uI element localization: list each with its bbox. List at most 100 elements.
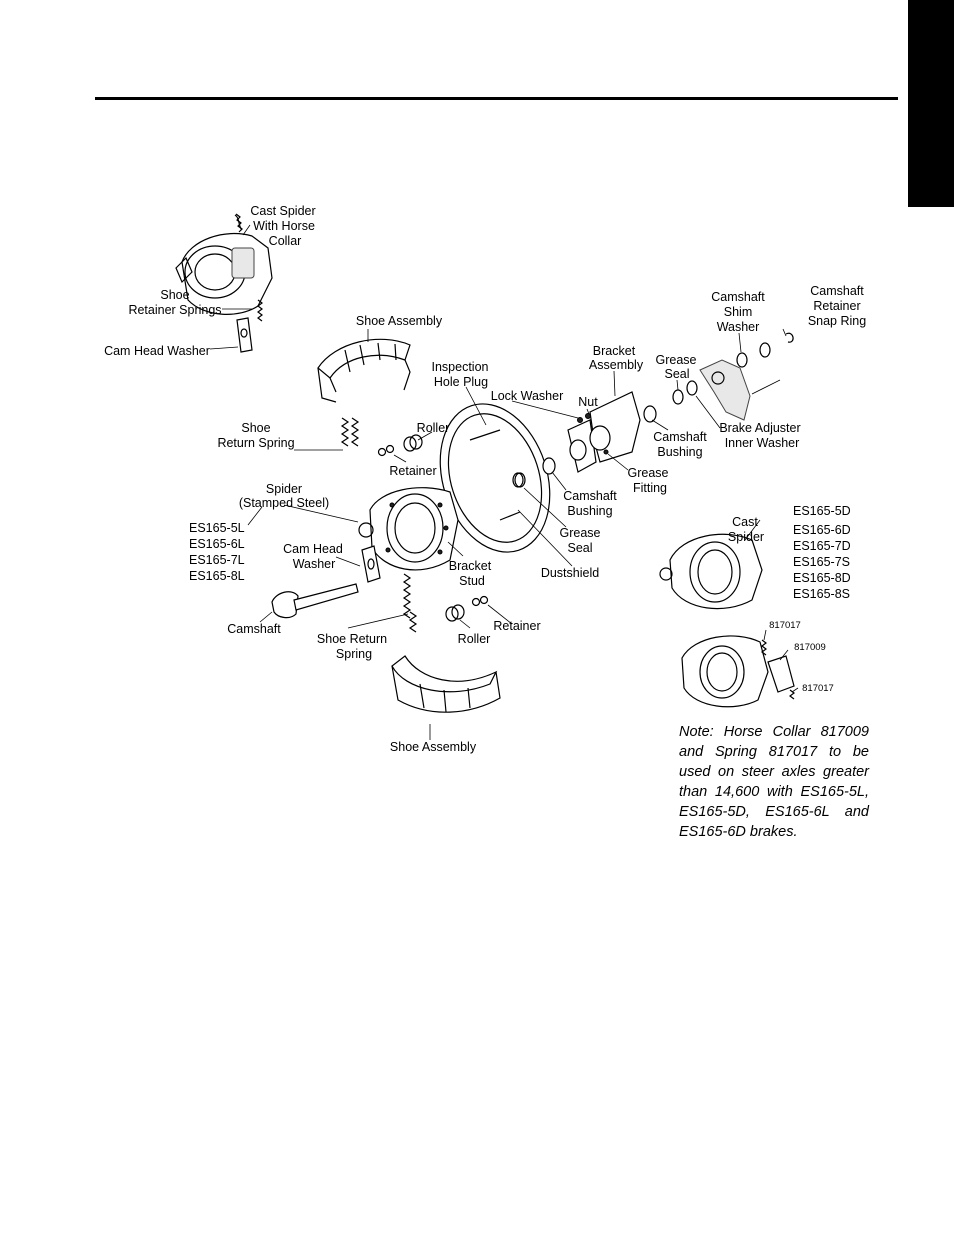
retainer-bottom-drawing bbox=[471, 595, 489, 607]
label-cam-head-washer-mid: Cam Head Washer bbox=[283, 542, 343, 571]
cam-head-washer-top-drawing bbox=[236, 317, 253, 353]
label-cast-spider-collar: Cast Spider With Horse Collar bbox=[250, 204, 315, 248]
label-camshaft-bushing-mid: Camshaft Bushing bbox=[563, 489, 617, 518]
label-camshaft-shim-washer: Camshaft Shim Washer bbox=[711, 290, 765, 334]
model-code: ES165-7S bbox=[793, 555, 850, 569]
label-line: Retainer Springs bbox=[128, 303, 221, 317]
label-line: Seal bbox=[664, 367, 689, 381]
label-cast-models: ES165-5D ES165-6D ES165-7D ES165-7S ES16… bbox=[793, 504, 851, 601]
roller-bottom-drawing bbox=[445, 604, 465, 622]
model-code: ES165-5L bbox=[189, 521, 245, 535]
label-grease-seal-mid: Grease Seal bbox=[560, 526, 601, 555]
camshaft-shim-washer-drawing bbox=[736, 342, 771, 368]
brake-adjuster-inner-washer-drawing bbox=[686, 380, 698, 396]
label-dustshield: Dustshield bbox=[541, 566, 599, 580]
label-bracket-assembly: Bracket Assembly bbox=[589, 344, 644, 372]
label-shoe-assembly-top: Shoe Assembly bbox=[356, 314, 443, 328]
label-line: Snap Ring bbox=[808, 314, 866, 328]
label-line: Grease bbox=[560, 526, 601, 540]
model-code: ES165-8S bbox=[793, 587, 850, 601]
horse-collar-note: Note: Horse Collar 817009 and Spring 817… bbox=[679, 724, 869, 840]
label-cam-head-washer-top: Cam Head Washer bbox=[104, 344, 210, 358]
cast-spider-right-drawing bbox=[659, 533, 763, 610]
label-line: Camshaft bbox=[653, 430, 707, 444]
label-camshaft-retainer-snap-ring: Camshaft Retainer Snap Ring bbox=[808, 284, 866, 328]
model-code: ES165-6L bbox=[189, 537, 245, 551]
label-line: Washer bbox=[717, 320, 760, 334]
label-line: Shoe Return bbox=[317, 632, 387, 646]
label-line: Grease bbox=[628, 466, 669, 480]
header-rule bbox=[95, 97, 898, 100]
cast-spider-collar-drawing bbox=[175, 213, 273, 315]
label-line: Collar bbox=[269, 234, 302, 248]
spider-stamped-drawing bbox=[358, 487, 459, 571]
label-line: Cast bbox=[732, 515, 758, 529]
shoe-return-spring-bottom-drawing bbox=[402, 573, 418, 633]
label-line: Return Spring bbox=[217, 436, 294, 450]
shoe-retainer-springs-drawing bbox=[257, 299, 263, 322]
model-code: ES165-6D bbox=[793, 523, 851, 537]
label-cast-spider: Cast Spider bbox=[728, 515, 764, 544]
shoe-assembly-bottom-drawing bbox=[391, 655, 501, 713]
label-shoe-retainer-springs: Shoe Retainer Springs bbox=[128, 288, 221, 317]
roller-top-drawing bbox=[403, 434, 423, 452]
label-line: Bracket bbox=[593, 344, 636, 358]
label-nut: Nut bbox=[578, 395, 598, 409]
label-line: Camshaft bbox=[810, 284, 864, 298]
model-code: ES165-7L bbox=[189, 553, 245, 567]
label-line: Inner Washer bbox=[725, 436, 800, 450]
label-line: Cam Head bbox=[283, 542, 343, 556]
label-bracket-stud: Bracket Stud bbox=[449, 559, 492, 588]
label-roller-bottom: Roller bbox=[458, 632, 491, 646]
label-line: Shoe bbox=[241, 421, 270, 435]
label-inspection-hole-plug: Inspection Hole Plug bbox=[432, 360, 489, 389]
label-line: Cast Spider bbox=[250, 204, 315, 218]
nut-lockwasher-drawing bbox=[577, 413, 591, 423]
label-line: Seal bbox=[567, 541, 592, 555]
label-roller-top: Roller bbox=[417, 421, 450, 435]
model-code: ES165-5D bbox=[793, 504, 851, 518]
section-tab bbox=[908, 0, 954, 207]
label-line: Fitting bbox=[633, 481, 667, 495]
label-817017-a: 817017 bbox=[769, 620, 801, 631]
label-line: Assembly bbox=[589, 358, 644, 372]
label-line: Hole Plug bbox=[434, 375, 488, 389]
label-line: Camshaft bbox=[563, 489, 617, 503]
camshaft-drawing bbox=[271, 583, 359, 619]
label-817017-b: 817017 bbox=[802, 683, 834, 694]
shoe-assembly-top-drawing bbox=[317, 338, 411, 403]
label-stamped-models: ES165-5L ES165-6L ES165-7L ES165-8L bbox=[189, 521, 245, 583]
label-line: Inspection bbox=[432, 360, 489, 374]
label-grease-fitting: Grease Fitting bbox=[628, 466, 669, 495]
brake-adjuster-drawing bbox=[699, 359, 781, 421]
label-line: Shim bbox=[724, 305, 752, 319]
label-brake-adjuster-inner-washer: Brake Adjuster Inner Washer bbox=[719, 421, 800, 450]
cast-spider-817009-drawing bbox=[681, 635, 795, 708]
label-camshaft-bushing-top: Camshaft Bushing bbox=[653, 430, 707, 459]
label-817009: 817009 bbox=[794, 642, 826, 653]
label-line: Grease bbox=[656, 353, 697, 367]
label-shoe-return-spring-bottom: Shoe Return Spring bbox=[317, 632, 387, 661]
label-line: Shoe bbox=[160, 288, 189, 302]
retainer-top-drawing bbox=[377, 444, 395, 457]
label-grease-seal-top: Grease Seal bbox=[656, 353, 697, 381]
camshaft-bushing-drawing bbox=[542, 405, 657, 475]
label-line: Camshaft bbox=[711, 290, 765, 304]
label-line: With Horse bbox=[253, 219, 315, 233]
label-line: Spider bbox=[728, 530, 764, 544]
label-line: Stud bbox=[459, 574, 485, 588]
label-line: Spring bbox=[336, 647, 372, 661]
label-line: (Stamped Steel) bbox=[239, 496, 329, 510]
leader-lines bbox=[209, 224, 799, 740]
label-line: Spider bbox=[266, 482, 302, 496]
model-code: ES165-8D bbox=[793, 571, 851, 585]
label-line: Bracket bbox=[449, 559, 492, 573]
label-line: Bushing bbox=[567, 504, 612, 518]
snap-ring-drawing bbox=[785, 332, 794, 343]
label-spider-stamped: Spider (Stamped Steel) bbox=[239, 482, 329, 510]
bracket-assembly-drawing bbox=[567, 391, 641, 473]
model-code: ES165-7D bbox=[793, 539, 851, 553]
label-line: Bushing bbox=[657, 445, 702, 459]
label-line: Washer bbox=[293, 557, 336, 571]
